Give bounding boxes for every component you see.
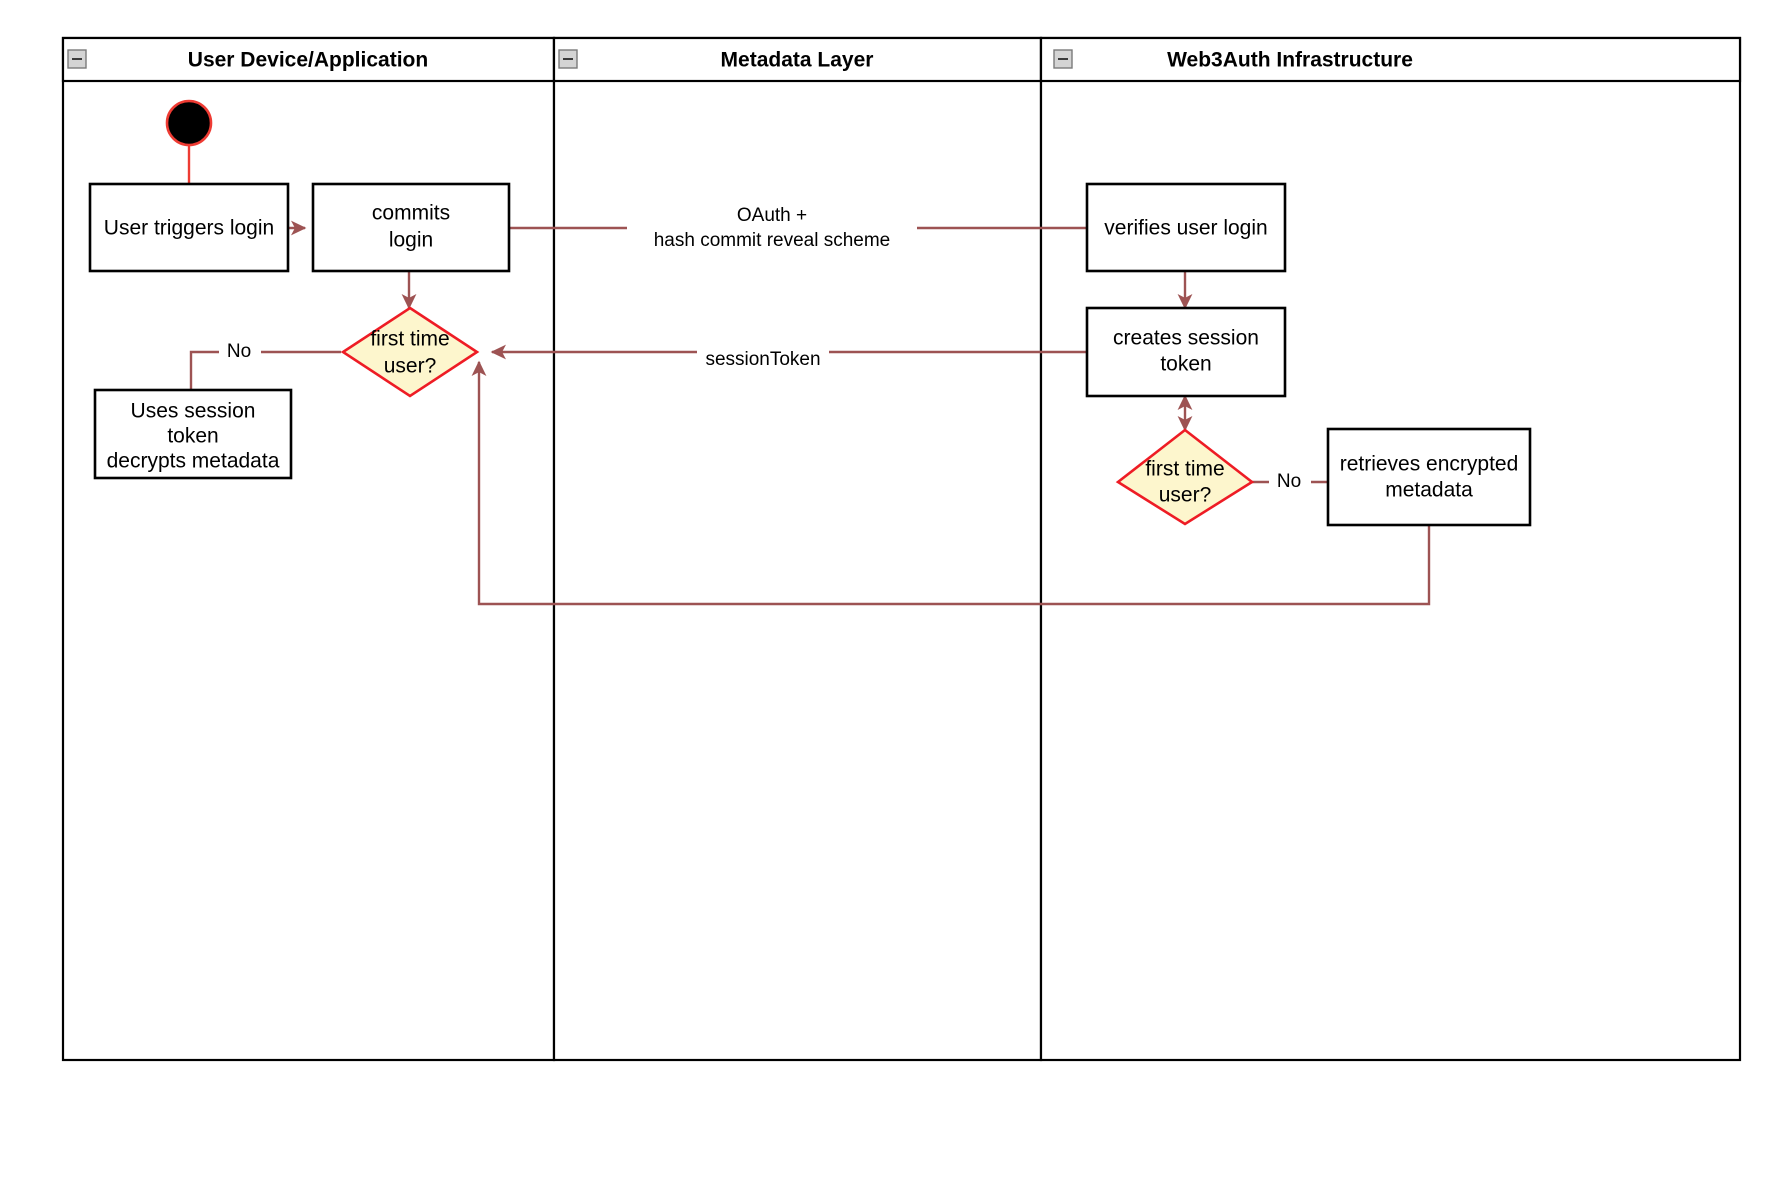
edge-label-no-left: No: [227, 341, 251, 362]
activity-verifies-user-login[interactable]: verifies user login: [1085, 182, 1287, 273]
edge-label-backdrop: [219, 339, 261, 365]
decision-label-line1: first time: [1145, 458, 1224, 481]
activity-retrieves-encrypted-metadata[interactable]: retrieves encrypted metadata: [1326, 427, 1532, 527]
activity-label-line1: commits: [372, 202, 450, 225]
swimlane-title-user-device: User Device/Application: [188, 49, 428, 72]
swimlane-metadata-layer[interactable]: Metadata Layer: [552, 36, 1043, 1062]
activity-label-line1: retrieves encrypted: [1340, 453, 1519, 476]
edge-label-backdrop: [697, 341, 829, 371]
activity-uses-session-token[interactable]: Uses session token decrypts metadata: [93, 388, 293, 480]
swimlane-title-web3auth-infrastructure: Web3Auth Infrastructure: [1167, 49, 1413, 72]
edge-retrieves-encrypted-metadata-to-first-time-user-left: [471, 360, 1431, 606]
activity-label-line1: Uses session: [131, 400, 256, 423]
initial-node[interactable]: [165, 99, 213, 147]
activity-label: verifies user login: [1104, 217, 1267, 240]
edge-label-oauth-line2: hash commit reveal scheme: [654, 230, 891, 251]
activity-label-line2: login: [389, 229, 433, 252]
activity-creates-session-token[interactable]: creates session token: [1085, 306, 1287, 398]
edge-label-backdrop: [1269, 469, 1311, 495]
decision-label-line2: user?: [1159, 484, 1212, 507]
edge-label-no-right: No: [1277, 471, 1301, 492]
edge-first-time-user-left-to-uses-session-token: [189, 350, 341, 390]
collapse-minus-icon[interactable]: [67, 49, 87, 69]
activity-label-line1: creates session: [1113, 327, 1259, 350]
edge-label-backdrop: [627, 200, 917, 256]
edge-label-session-token: sessionToken: [705, 349, 820, 370]
activity-label-line2: token: [1160, 353, 1211, 376]
decision-first-time-user-right[interactable]: first time user?: [1115, 428, 1255, 526]
decision-label-line1: first time: [370, 328, 449, 351]
edge-label-layer: OAuth + hash commit reveal scheme sessio…: [219, 200, 1311, 495]
decision-first-time-user-left[interactable]: first time user?: [340, 306, 480, 398]
collapse-minus-icon[interactable]: [1053, 49, 1073, 69]
activity-label: User triggers login: [104, 217, 274, 240]
swimlane-title-metadata-layer: Metadata Layer: [721, 49, 874, 72]
node-layer: User triggers login commits login first …: [88, 99, 1532, 527]
activity-user-triggers-login[interactable]: User triggers login: [88, 182, 290, 273]
activity-label-line2: token: [167, 425, 218, 448]
decision-label-line2: user?: [384, 355, 437, 378]
activity-label-line2: metadata: [1385, 479, 1473, 502]
activity-commits-login[interactable]: commits login: [311, 182, 511, 273]
collapse-minus-icon[interactable]: [558, 49, 578, 69]
edge-label-oauth-line1: OAuth +: [737, 205, 807, 226]
activity-label-line3: decrypts metadata: [107, 450, 280, 473]
